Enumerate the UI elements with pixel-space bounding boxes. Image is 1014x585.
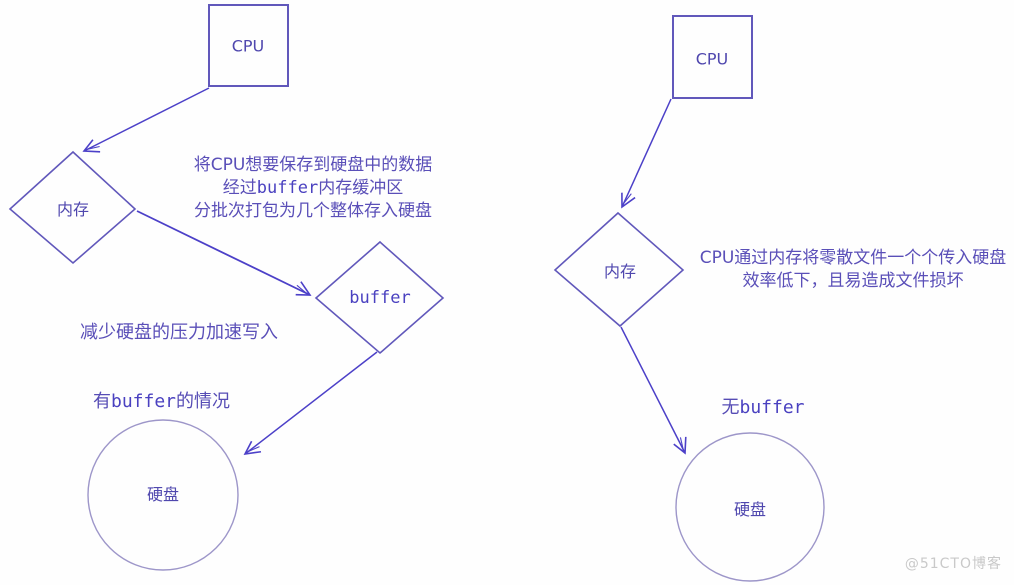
right-caption-pre: 无	[721, 397, 740, 418]
left-note-line2-mono: buffer	[256, 178, 319, 198]
right-memory-label: 内存	[603, 262, 637, 281]
right-memory-diamond	[553, 211, 685, 328]
left-note-line3: 分批次打包为几个整体存入硬盘	[193, 201, 432, 221]
left-caption-post: 的情况	[176, 391, 231, 412]
right-caption-mono: buffer	[739, 397, 805, 418]
right-disk-circle	[675, 432, 825, 582]
left-memory-diamond	[8, 150, 137, 265]
right-cpu-label: CPU	[695, 49, 729, 69]
buffer-label: buffer	[349, 288, 411, 308]
left-cpu-label: CPU	[231, 36, 265, 56]
left-note-line2-pre: 经过	[222, 178, 257, 198]
right-note-line1: CPU通过内存将零散文件一个个传入硬盘	[699, 248, 1007, 268]
left-note-line2-post: 内存缓冲区	[318, 178, 404, 198]
right-cpu-box	[672, 15, 753, 99]
left-note: 将CPU想要保存到硬盘中的数据 经过buffer内存缓冲区 分批次打包为几个整体…	[194, 154, 433, 223]
right-note-line2: 效率低下，且易造成文件损坏	[742, 271, 964, 291]
left-caption-pre: 有	[93, 391, 111, 412]
left-disk-circle	[87, 419, 239, 571]
right-note: CPU通过内存将零散文件一个个传入硬盘 效率低下，且易造成文件损坏	[700, 247, 1007, 293]
right-arrow-cpu-to-memory	[621, 98, 672, 209]
left-arrow-cpu-to-memory	[82, 87, 210, 153]
left-caption-mono: buffer	[111, 391, 177, 412]
left-cpu-box	[208, 4, 289, 87]
right-caption: 无buffer	[721, 393, 804, 419]
left-arrow-buffer-to-disk	[243, 351, 378, 456]
left-caption: 有buffer的情况	[93, 387, 230, 413]
left-benefit-text: 减少硬盘的压力加速写入	[80, 322, 278, 343]
left-disk-label: 硬盘	[146, 485, 180, 504]
left-note-line2: 经过buffer内存缓冲区	[194, 177, 433, 200]
watermark: @51CTO博客	[904, 556, 1002, 572]
right-disk-label: 硬盘	[733, 500, 767, 519]
buffer-diamond	[314, 240, 445, 355]
left-arrow-memory-to-buffer	[136, 210, 312, 296]
right-arrow-memory-to-disk	[620, 326, 687, 455]
left-memory-label: 内存	[56, 200, 90, 219]
left-note-line1: 将CPU想要保存到硬盘中的数据	[193, 155, 433, 175]
